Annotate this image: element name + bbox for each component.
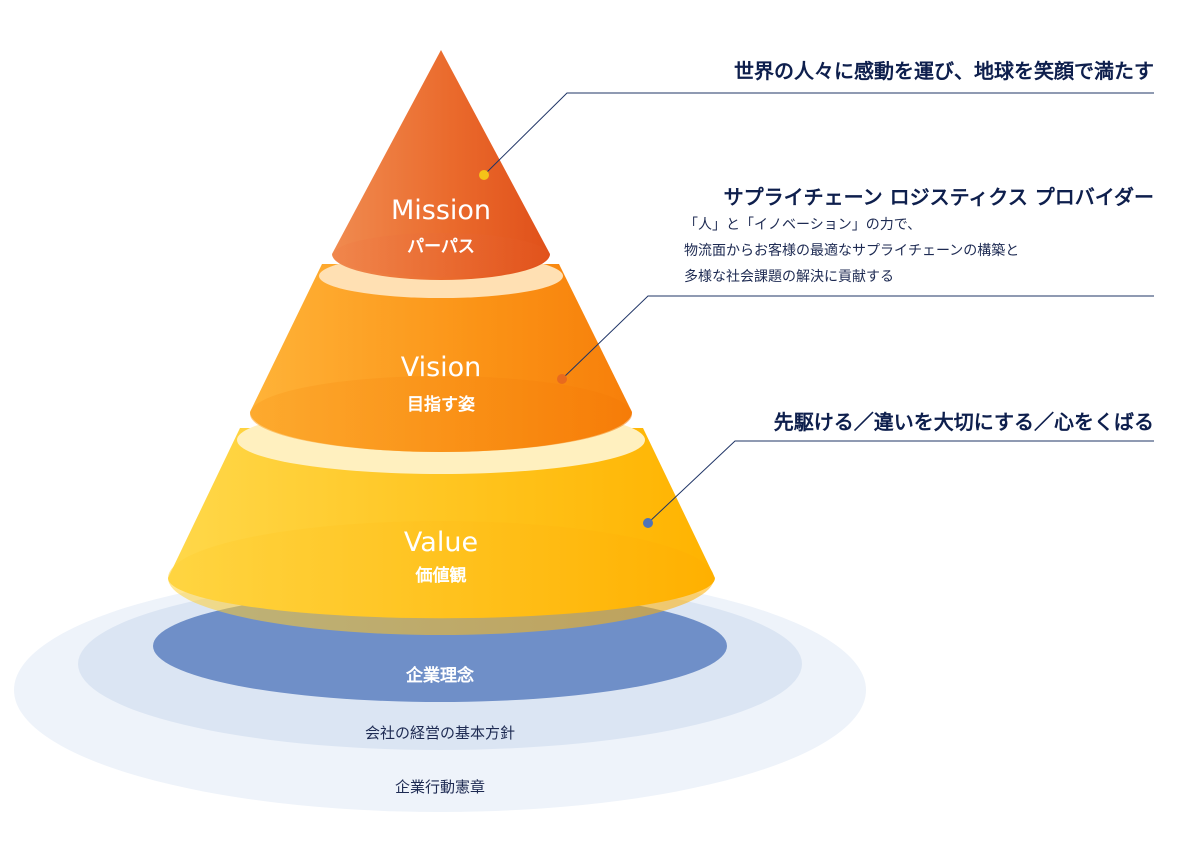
value-subtitle: 価値観 xyxy=(415,565,467,586)
vision-annotation-line: 物流面からお客様の最適なサプライチェーンの構築と xyxy=(684,243,1020,259)
vision-leader-line xyxy=(561,295,1154,380)
vision-marker-dot xyxy=(557,374,567,384)
vision-annotation-heading: サプライチェーン ロジスティクス プロバイダー xyxy=(723,185,1154,209)
value-tier-top xyxy=(168,521,714,635)
mission-title: Mission xyxy=(391,195,491,226)
vision-annotation-body: 「人」と「イノベーション」の力で、 物流面からお客様の最適なサプライチェーンの構… xyxy=(684,212,1019,290)
base-outer-label: 企業行動憲章 xyxy=(395,778,485,796)
vision-annotation-line: 「人」と「イノベーション」の力で、 xyxy=(684,217,922,233)
mission-tier-top xyxy=(333,233,549,277)
vision-subtitle: 目指す姿 xyxy=(407,394,475,415)
value-title: Value xyxy=(404,527,478,558)
value-marker-dot xyxy=(643,518,653,528)
mission-tier xyxy=(332,50,550,280)
vision-annotation-line: 多様な社会課題の解決に貢献する xyxy=(684,269,894,285)
value-annotation: 先駆ける／違いを大切にする／心をくばる xyxy=(773,410,1154,434)
mission-subtitle: パーパス xyxy=(407,237,475,257)
mission-marker-dot xyxy=(479,170,489,180)
mission-leader-line xyxy=(483,92,1154,176)
mission-annotation: 世界の人々に感動を運び、地球を笑顔で満たす xyxy=(734,59,1154,83)
vision-tier-top xyxy=(250,376,632,452)
base-middle-label: 会社の経営の基本方針 xyxy=(365,724,515,742)
vision-title: Vision xyxy=(401,352,482,383)
base-inner-label: 企業理念 xyxy=(405,665,474,686)
value-leader-line xyxy=(647,440,1154,524)
